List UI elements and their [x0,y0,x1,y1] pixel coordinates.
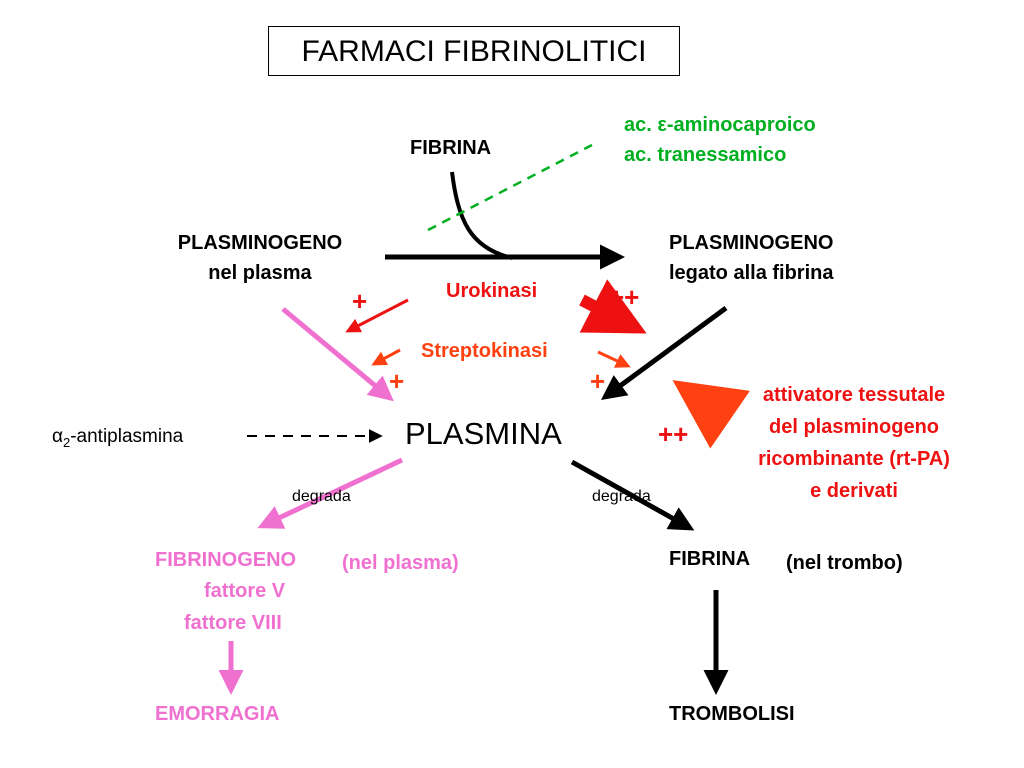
nel-trombo-label: (nel trombo) [786,552,903,574]
double-plus-right: ++ [658,419,689,449]
plus-left-bottom: + [389,366,405,396]
inhibitor-aminocaproic-label: ac. ε-aminocaproico [624,114,816,136]
plasma-plasminogen-to-plasmin-arrow [281,307,394,402]
plasminogen-plasma-label: PLASMINOGENO [177,232,343,254]
fibrina-top-label: FIBRINA [410,137,492,159]
double-plus-top: ++ [609,282,640,312]
fibrin-plasminogen-to-plasmin-arrow [600,305,728,400]
streptokinase-left-arrow [371,348,401,366]
rtpa-arrow [672,380,750,449]
streptokinase-label: Streptokinasi [421,340,548,362]
emorragia-label: EMORRAGIA [155,703,280,725]
fibrinogeno-label: FIBRINOGENO [155,549,297,571]
diagram-title: FARMACI FIBRINOLITICI [268,26,680,76]
nel-plasma-label: (nel plasma) [342,552,459,574]
degrade-fibrin-arrow [570,459,695,531]
trombolisi-label: TROMBOLISI [669,703,795,725]
degrada-right-label: degrada [592,488,651,505]
fibrina-bottom-label: FIBRINA [669,548,751,570]
plasmina-label: PLASMINA [405,416,562,451]
urokinase-right-thick-arrow [579,279,647,334]
inhibitor-tranexamic-label: ac. tranessamico [624,144,787,166]
rtpa-label-line1: attivatore tessutale [762,384,946,406]
rtpa-label-line2: del plasminogeno [768,416,940,438]
rtpa-label-line3: ricombinante (rt-PA) [758,448,950,470]
plasminogen-plasma-sub-label: nel plasma [208,262,312,284]
urokinase-left-arrow [345,298,409,333]
plus-left-top: + [352,286,368,316]
fattore-viii-label: fattore VIII [184,612,282,634]
plasminogen-fibrin-label: PLASMINOGENO [669,232,834,254]
antiplasmin-label: α2-antiplasmina [52,426,184,450]
plus-right-bottom: + [590,366,606,396]
degrade-fibrinogen-arrow [257,457,404,529]
urokinase-label: Urokinasi [446,280,538,302]
plasminogen-fibrin-sub-label: legato alla fibrina [669,262,834,284]
rtpa-label-line4: e derivati [810,480,898,502]
streptokinase-right-arrow [597,350,631,368]
fattore-v-label: fattore V [204,580,286,602]
fibrin-binding-curve [450,171,513,260]
degrada-left-label: degrada [292,488,351,505]
